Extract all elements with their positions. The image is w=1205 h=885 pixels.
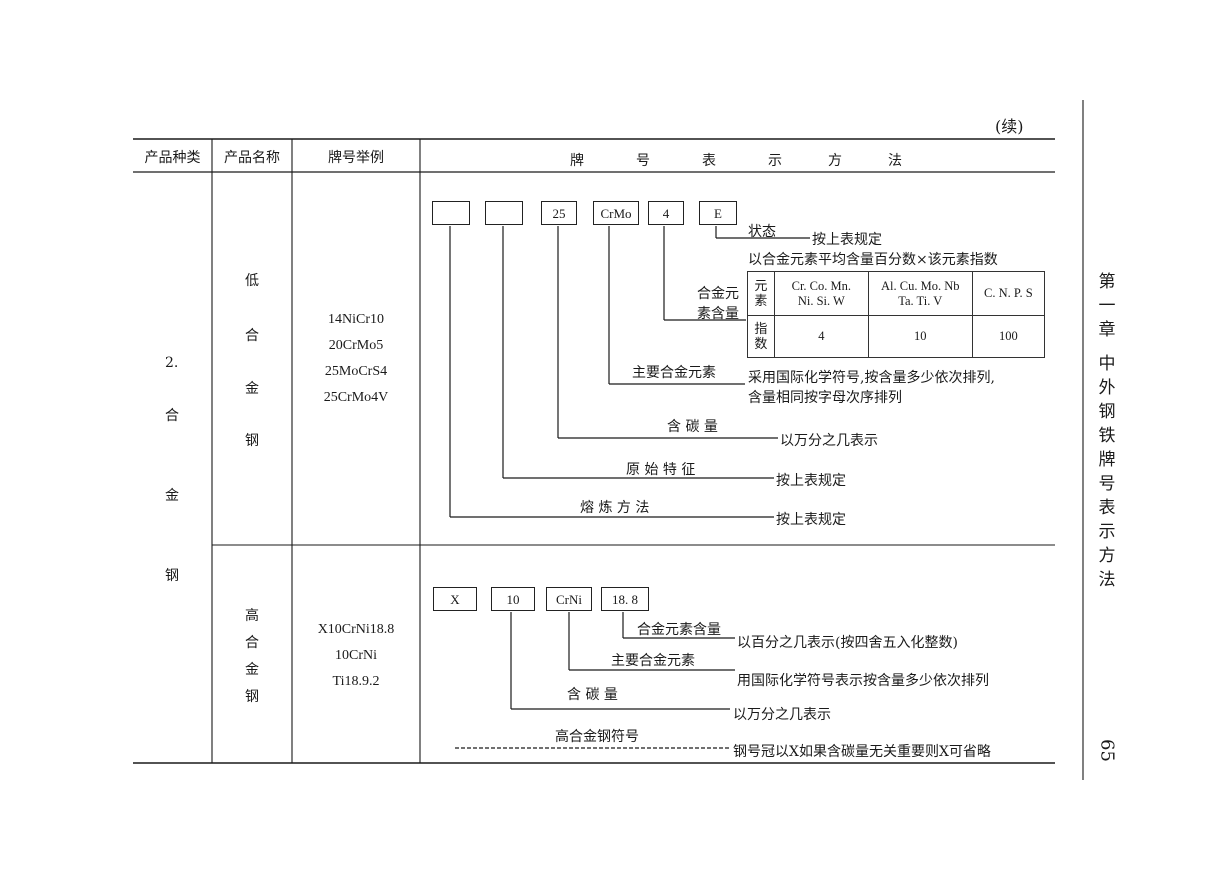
sidebar-char: 一: [1098, 296, 1116, 316]
high-alloy-name-1: 高: [245, 608, 259, 624]
sidebar-char: 中: [1098, 354, 1116, 374]
low-alloy-name-4: 钢: [245, 433, 259, 449]
low-alloy-box-state: E: [699, 201, 737, 225]
continued-label: (续): [995, 117, 1024, 136]
header-method-4: 示: [768, 153, 782, 169]
label-high-alloy-content: 合金元素含量: [637, 622, 721, 638]
sidebar-char: 表: [1098, 498, 1116, 518]
high-alloy-example-1: X10CrNi18.8: [317, 622, 395, 637]
label-smelting-desc: 按上表规定: [776, 512, 846, 528]
label-smelting: 熔 炼 方 法: [580, 500, 650, 516]
page-number: 65: [1096, 739, 1118, 762]
sidebar-char: 示: [1098, 522, 1116, 542]
high-alloy-name-4: 钢: [245, 689, 259, 705]
low-alloy-name-3: 金: [245, 381, 259, 397]
low-alloy-box-smelting: [432, 201, 470, 225]
sidebar-char: 法: [1098, 570, 1116, 590]
high-alloy-example-3: Ti18.9.2: [332, 674, 380, 689]
index-value-3: 100: [971, 315, 1046, 358]
label-high-alloy-content-desc: 以百分之几表示(按四舍五入化整数): [737, 635, 958, 651]
low-alloy-example-2: 20CrMo5: [328, 338, 384, 353]
high-alloy-box-main-alloy: CrNi: [546, 587, 592, 611]
label-state: 状态: [748, 224, 776, 240]
label-original: 原 始 特 征: [626, 462, 696, 478]
label-high-main-alloy: 主要合金元素: [611, 653, 695, 669]
category-char-1: 合: [165, 408, 179, 424]
sidebar-char: 第: [1098, 272, 1116, 292]
label-main-alloy-desc1: 采用国际化学符号,按含量多少依次排列,: [748, 370, 995, 386]
label-high-symbol-desc: 钢号冠以X如果含碳量无关重要则X可省略: [733, 744, 991, 760]
sidebar-char: 铁: [1098, 426, 1116, 446]
low-alloy-name-2: 合: [245, 328, 259, 344]
label-high-carbon: 含 碳 量: [567, 687, 618, 703]
low-alloy-box-original: [485, 201, 523, 225]
label-main-alloy-desc2: 含量相同按字母次序排列: [748, 390, 902, 406]
header-category: 产品种类: [144, 150, 201, 166]
label-high-carbon-desc: 以万分之几表示: [733, 707, 831, 723]
chapter-sidebar: 第一章中外钢铁牌号表示方法: [1092, 270, 1122, 592]
low-alloy-example-3: 25MoCrS4: [324, 364, 388, 379]
high-alloy-box-alloy-content: 18. 8: [601, 587, 649, 611]
high-alloy-box-carbon: 10: [491, 587, 535, 611]
label-alloy-content-1: 合金元: [697, 286, 739, 302]
header-example: 牌号举例: [328, 150, 384, 166]
sidebar-char: 外: [1098, 378, 1116, 398]
high-alloy-example-2: 10CrNi: [335, 648, 377, 663]
category-number: 2.: [165, 355, 179, 371]
header-method-6: 法: [888, 153, 902, 169]
label-main-alloy: 主要合金元素: [632, 365, 716, 381]
index-value-2: 10: [867, 315, 973, 358]
label-state-desc: 按上表规定: [812, 232, 882, 248]
header-method-1: 牌: [570, 153, 584, 169]
low-alloy-name-1: 低: [245, 273, 259, 289]
sidebar-char: 方: [1098, 546, 1116, 566]
sidebar-char: 号: [1098, 474, 1116, 494]
low-alloy-example-4: 25CrMo4V: [323, 390, 389, 405]
label-alloy-content-intro: 以合金元素平均含量百分数×该元素指数: [748, 252, 998, 268]
high-alloy-name-3: 金: [245, 662, 259, 678]
sidebar-char: 牌: [1098, 450, 1116, 470]
high-alloy-name-2: 合: [245, 635, 259, 651]
index-row2-label: 指数: [747, 315, 775, 358]
label-high-main-alloy-desc: 用国际化学符号表示按含量多少依次排列: [737, 673, 989, 689]
label-original-desc: 按上表规定: [776, 473, 846, 489]
label-alloy-content-2: 素含量: [697, 306, 739, 322]
label-carbon-desc: 以万分之几表示: [780, 433, 878, 449]
sidebar-char: 钢: [1098, 402, 1116, 422]
high-alloy-box-symbol: X: [433, 587, 477, 611]
index-row1-label: 元素: [747, 271, 775, 316]
header-method-5: 方: [828, 153, 842, 169]
low-alloy-box-alloy-content: 4: [648, 201, 684, 225]
category-char-3: 钢: [165, 568, 179, 584]
label-carbon: 含 碳 量: [667, 419, 718, 435]
low-alloy-box-carbon: 25: [541, 201, 577, 225]
label-high-symbol: 高合金钢符号: [555, 729, 639, 745]
header-method-3: 表: [702, 153, 716, 169]
sidebar-char: 章: [1098, 320, 1116, 340]
category-char-2: 金: [165, 488, 179, 504]
header-method-2: 号: [636, 153, 650, 169]
header-name: 产品名称: [224, 150, 280, 166]
low-alloy-example-1: 14NiCr10: [328, 312, 384, 327]
index-group-1: Cr. Co. Mn.Ni. Si. W: [773, 271, 869, 316]
low-alloy-box-main-alloy: CrMo: [593, 201, 639, 225]
index-value-1: 4: [773, 315, 869, 358]
index-group-3: C. N. P. S: [971, 271, 1046, 316]
